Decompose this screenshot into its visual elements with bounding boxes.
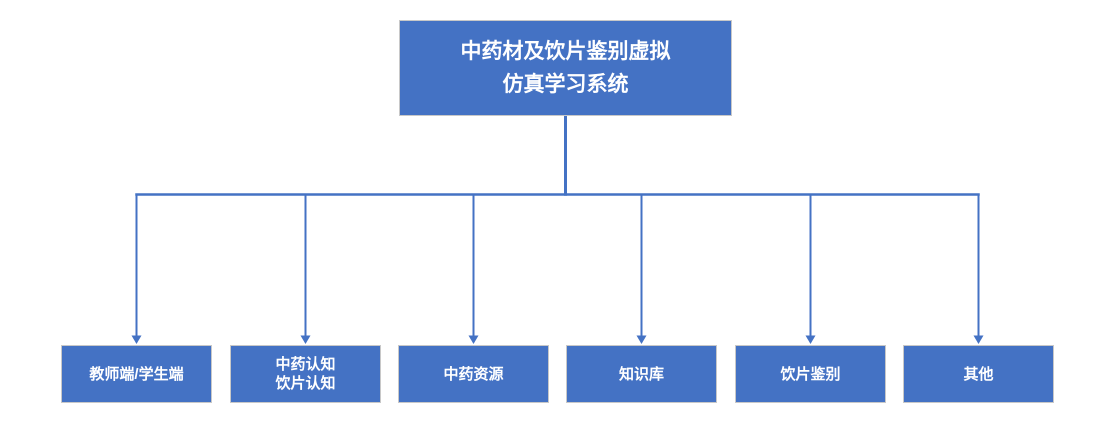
child-node-label: 其他 [963, 365, 994, 383]
root-node: 中药材及饮片鉴别虚拟 仿真学习系统 [399, 20, 732, 116]
arrow-down-icon [300, 335, 311, 344]
arrow-down-icon [973, 335, 984, 344]
child-node-label: 饮片鉴别 [780, 365, 841, 383]
arrow-down-icon [131, 335, 142, 344]
child-node-cognition: 中药认知 饮片认知 [230, 345, 381, 403]
child-node-resources: 中药资源 [398, 345, 549, 403]
child-node-label: 中药认知 饮片认知 [275, 356, 336, 392]
arrow-down-icon [636, 335, 647, 344]
child-node-other: 其他 [903, 345, 1054, 403]
root-node-label: 中药材及饮片鉴别虚拟 仿真学习系统 [460, 40, 671, 96]
child-node-teacher-student: 教师端/学生端 [61, 345, 212, 403]
child-node-knowledge-base: 知识库 [566, 345, 717, 403]
child-node-label: 中药资源 [443, 365, 504, 383]
child-node-label: 教师端/学生端 [89, 365, 184, 383]
arrow-down-icon [805, 335, 816, 344]
arrow-down-icon [468, 335, 479, 344]
child-node-label: 知识库 [618, 365, 664, 383]
child-node-piece-identification: 饮片鉴别 [735, 345, 886, 403]
